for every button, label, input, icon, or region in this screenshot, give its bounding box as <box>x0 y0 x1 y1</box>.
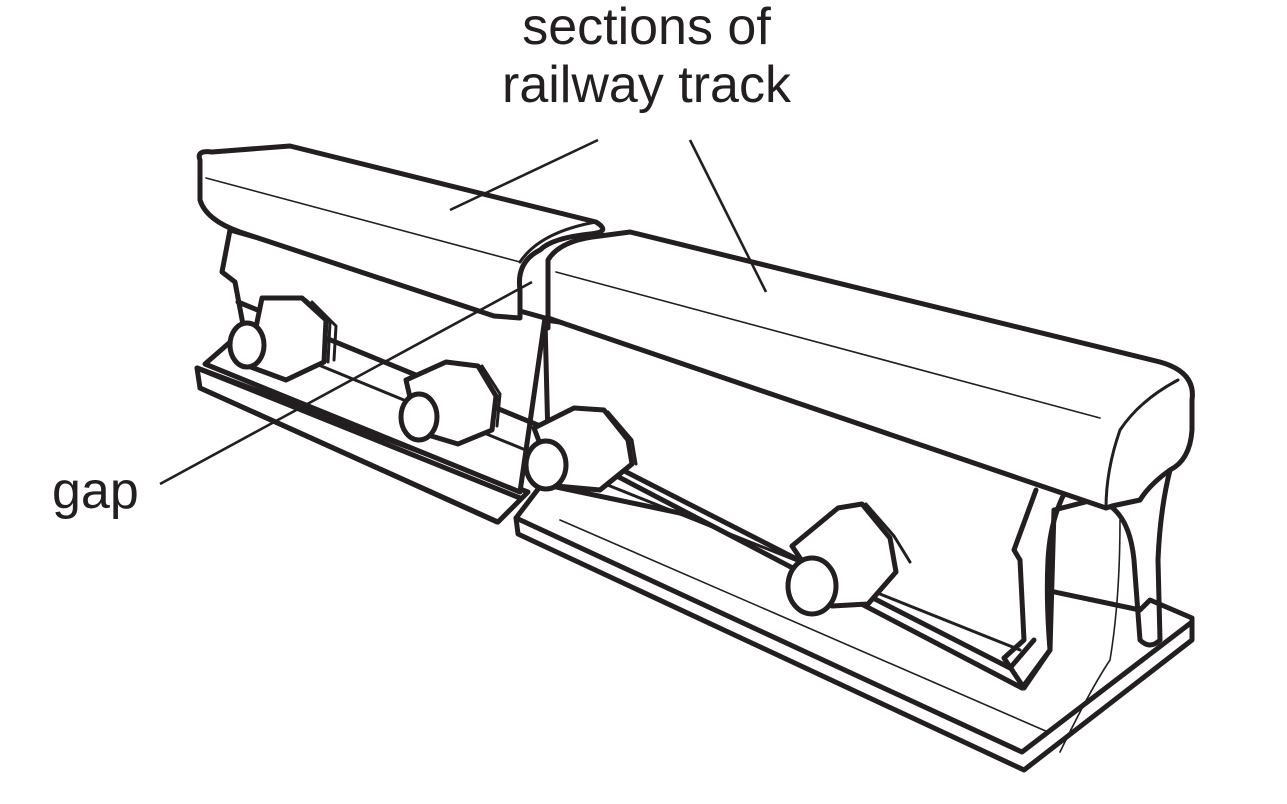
bolt-4 <box>785 501 912 617</box>
bolt-3 <box>523 405 638 493</box>
right-web-profile <box>1001 487 1069 691</box>
right-fishplate-groove <box>568 468 1022 652</box>
right-foot-top-edge <box>513 515 1195 755</box>
right-rail-section <box>513 229 1195 773</box>
right-foot-curve <box>1059 519 1121 753</box>
bolt-2-head <box>398 391 440 443</box>
left-foot-top-edge <box>194 365 523 501</box>
bolt-1-head <box>227 320 267 370</box>
label-sections-of-railway-track: sections of railway track <box>0 0 1287 114</box>
leader-line-gap <box>159 280 533 486</box>
left-head-centre-line <box>205 177 521 263</box>
left-rail-head <box>196 143 606 321</box>
bolt-3-washer <box>606 410 638 466</box>
bolt-3-head <box>523 438 569 492</box>
bolt-1 <box>227 295 338 383</box>
left-head-end-curve <box>518 220 598 264</box>
label-sections-line-2: railway track <box>502 56 791 114</box>
bolt-2-washer <box>480 364 502 428</box>
right-foot-inner-line <box>559 519 1049 733</box>
left-foot-bottom-edge <box>197 385 500 525</box>
leader-line-right-section <box>688 139 768 293</box>
right-web-profile-back <box>1107 467 1173 648</box>
label-sections-line-1: sections of <box>522 0 771 56</box>
label-gap: gap <box>52 462 139 520</box>
right-head-centre-line <box>555 271 1101 419</box>
bolt-1-washer-2 <box>310 300 338 362</box>
right-head-end-curve <box>1104 378 1180 510</box>
leader-line-left-section <box>449 138 599 212</box>
right-rail-head <box>545 229 1195 511</box>
bolt-2 <box>398 359 502 447</box>
bolt-4-head <box>785 555 839 617</box>
bolt-4-washer <box>864 502 912 564</box>
